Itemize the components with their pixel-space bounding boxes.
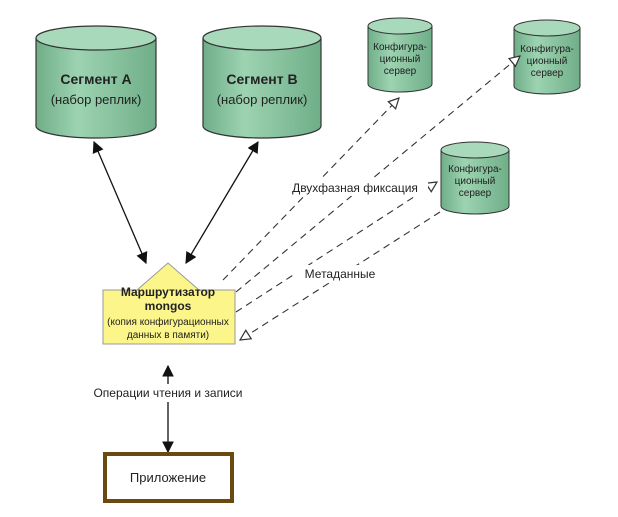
router-title-line1: Маршрутизатор [121,285,215,299]
read-write-ops-label: Операции чтения и записи [93,386,242,400]
config-server-3-line3: сервер [459,188,492,199]
config-server-1: Конфигура- ционный сервер [367,17,433,93]
config-server-1-line3: сервер [384,66,417,77]
shard-b-router-arrow [185,140,259,265]
application-box: Приложение [103,452,234,503]
metadata-label: Метаданные [305,267,376,281]
two-phase-commit-label: Двухфазная фиксация [292,181,418,195]
metadata-line [240,211,441,340]
shard-b-subtitle: (набор реплик) [217,92,308,107]
shard-a-subtitle: (набор реплик) [51,92,142,107]
metadata-label-bg [296,265,384,282]
config-server-2: Конфигура- ционный сервер [513,19,581,95]
config-server-2-line3: сервер [531,68,564,79]
config-server-3-line2: ционный [455,176,496,187]
shard-a-router-arrow [92,140,148,265]
rw-label-bg [84,384,252,402]
config-server-1-line2: ционный [380,54,421,65]
shard-a-cylinder: Сегмент А (набор реплик) [35,25,157,139]
config-server-2-line2: ционный [527,56,568,67]
shard-a-title: Сегмент А [60,71,131,87]
config-server-2-line1: Конфигура- [520,43,574,55]
router-note-line1: (копия конфигурационных [107,316,229,328]
mongos-router: Маршрутизатор mongos (копия конфигурацио… [102,262,236,345]
config-server-1-line1: Конфигура- [373,41,427,53]
router-note-line2: данных в памяти) [127,330,209,341]
config-server-3-line1: Конфигура- [448,163,502,175]
two-phase-label-bg [282,179,428,196]
shard-b-title: Сегмент B [226,71,297,87]
router-title-line2: mongos [145,299,192,313]
shard-b-cylinder: Сегмент B (набор реплик) [202,25,322,139]
application-label: Приложение [130,470,206,485]
config-server-3: Конфигура- ционный сервер [440,141,510,215]
